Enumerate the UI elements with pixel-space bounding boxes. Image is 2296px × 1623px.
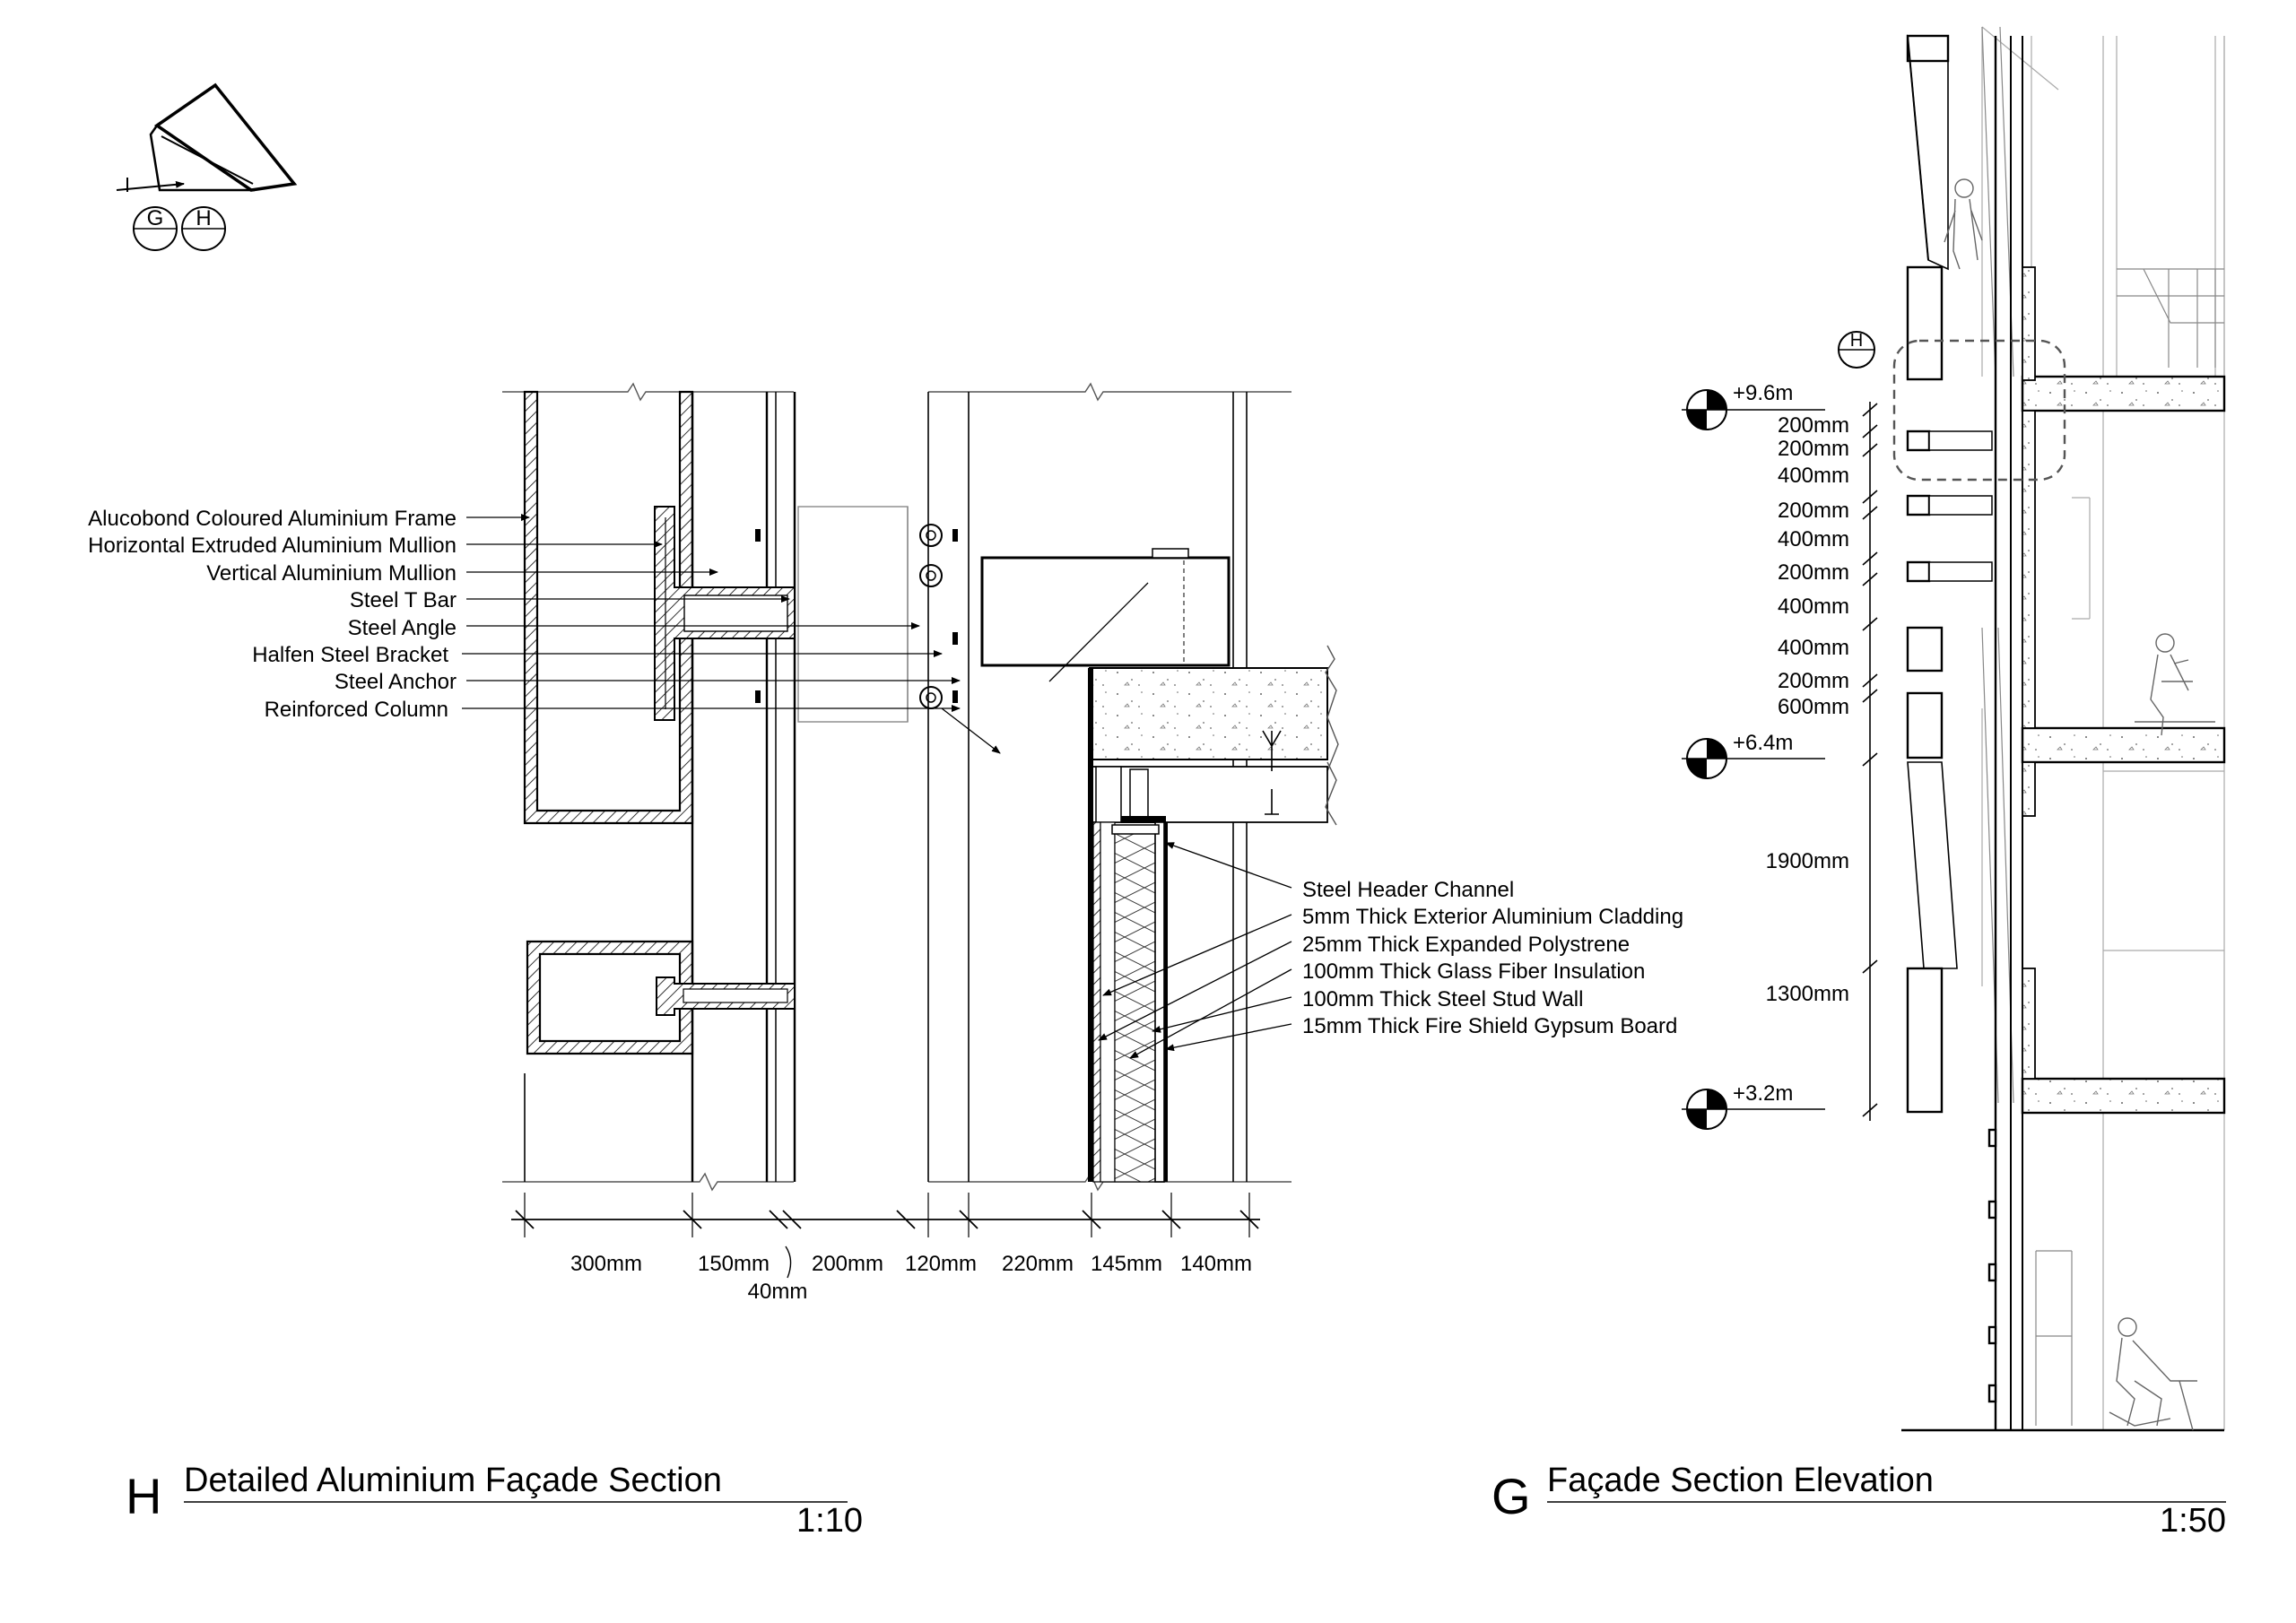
label-aluminium-cladding: 5mm Thick Exterior Aluminium Cladding [1302,905,1683,929]
vertical-dimension-string: 200mm 200mm 400mm 200mm 400mm 200mm 400m… [1766,402,1878,1121]
dim-140: 140mm [1180,1252,1252,1276]
structural-column [1994,36,2036,1430]
left-leader-lines [462,514,1149,754]
label-halfen-bracket: Halfen Steel Bracket [252,643,448,667]
level-markers: +9.6m +6.4m +3.2m [1682,381,1825,1130]
label-steel-stud-wall: 100mm Thick Steel Stud Wall [1302,987,1583,1011]
level-label-3.2: +3.2m [1733,1081,1793,1106]
title-letter-g: G [1492,1468,1531,1524]
left-label-group: Alucobond Coloured Aluminium Frame Horiz… [88,507,457,722]
level-label-9.6: +9.6m [1733,381,1793,405]
marker-h-label: H [196,206,211,230]
facade-fins [1906,34,1997,1403]
key-plan-icon [116,82,298,192]
vdim-200-a: 200mm [1778,413,1849,438]
label-steel-t-bar: Steel T Bar [350,588,457,612]
label-expanded-polystrene: 25mm Thick Expanded Polystrene [1302,933,1630,957]
vdim-200-e: 200mm [1778,669,1849,693]
human-figure-icon [1944,178,2215,1431]
label-horizontal-mullion: Horizontal Extruded Aluminium Mullion [88,534,457,558]
dim-40: 40mm [748,1280,808,1304]
alucobond-upper-frame [523,390,694,825]
label-alucobond-frame: Alucobond Coloured Aluminium Frame [88,507,457,531]
title-block-h: H Detailed Aluminium Façade Section 1:10 [126,1462,863,1540]
key-plan: G H [116,82,298,251]
dim-200: 200mm [812,1252,883,1276]
dimension-string: 300mm 150mm 40mm 200mm 120mm 220mm 145mm… [511,1193,1260,1304]
level-marker-9.6: +9.6m [1682,381,1825,430]
detail-marker-h: H [1850,331,1863,351]
vertical-mullion [691,392,796,1182]
scale-g: 1:50 [2160,1502,2226,1540]
detail-callout-zone: H [1838,331,2066,482]
right-leader-lines [1098,842,1292,1059]
leader-right-0 [1165,842,1292,889]
right-label-group: Steel Header Channel 5mm Thick Exterior … [1302,878,1683,1038]
dim-145: 145mm [1091,1252,1162,1276]
marker-g-label: G [147,206,164,230]
halfen-steel-bracket [755,506,958,723]
vdim-200-d: 200mm [1778,560,1849,585]
vdim-400-d: 400mm [1778,636,1849,660]
label-glass-fiber-insulation: 100mm Thick Glass Fiber Insulation [1302,959,1645,984]
leader-right-4 [1152,996,1292,1033]
label-reinforced-column: Reinforced Column [265,698,448,722]
vdim-200-c: 200mm [1778,499,1849,523]
label-gypsum-board: 15mm Thick Fire Shield Gypsum Board [1302,1014,1677,1038]
leader-right-3 [1129,968,1292,1059]
dim-220: 220mm [1002,1252,1074,1276]
level-marker-3.2: +3.2m [1682,1081,1825,1130]
vdim-1300: 1300mm [1766,982,1849,1006]
leader-right-2 [1098,941,1292,1041]
title-letter-h: H [126,1468,161,1524]
steel-t-bar-lower [656,976,796,1016]
vdim-200-b: 200mm [1778,437,1849,461]
title-g: Façade Section Elevation [1547,1462,1934,1499]
stud-wall-assembly [1088,668,1168,1183]
concrete-slab [1089,645,1339,826]
title-h: Detailed Aluminium Façade Section [184,1462,722,1499]
label-vertical-mullion: Vertical Aluminium Mullion [206,561,457,586]
alucobond-lower-frame [524,940,694,1182]
vdim-400-c: 400mm [1778,595,1849,619]
vdim-400-b: 400mm [1778,527,1849,551]
scale-h: 1:10 [796,1502,863,1540]
leader-anchor-diagonal [941,707,1001,754]
title-block-g: G Façade Section Elevation 1:50 [1492,1462,2226,1540]
steel-t-bar-upper [654,506,796,721]
dim-120: 120mm [905,1252,977,1276]
level-marker-6.4: +6.4m [1682,731,1825,779]
label-steel-angle: Steel Angle [348,616,457,640]
section-marker-h: H [181,206,226,251]
label-steel-header-channel: Steel Header Channel [1302,878,1514,902]
section-g-drawing: H +9.6m +6.4m +3. [1492,26,2226,1540]
detail-h-drawing: Alucobond Coloured Aluminium Frame Horiz… [88,382,1683,1540]
section-marker-g: G [133,206,178,251]
floor-slabs [1901,375,2226,1432]
level-label-6.4: +6.4m [1733,731,1793,755]
vdim-400-a: 400mm [1778,464,1849,488]
dim-300: 300mm [570,1252,642,1276]
vdim-600: 600mm [1778,695,1849,719]
leader-right-5 [1165,1023,1292,1052]
leader-beam-diagonal [1048,582,1149,682]
leader-right-1 [1102,914,1292,996]
vdim-1900: 1900mm [1766,849,1849,873]
label-steel-anchor: Steel Anchor [335,670,457,694]
dim-150: 150mm [698,1252,770,1276]
steel-header-beam [980,548,1231,667]
